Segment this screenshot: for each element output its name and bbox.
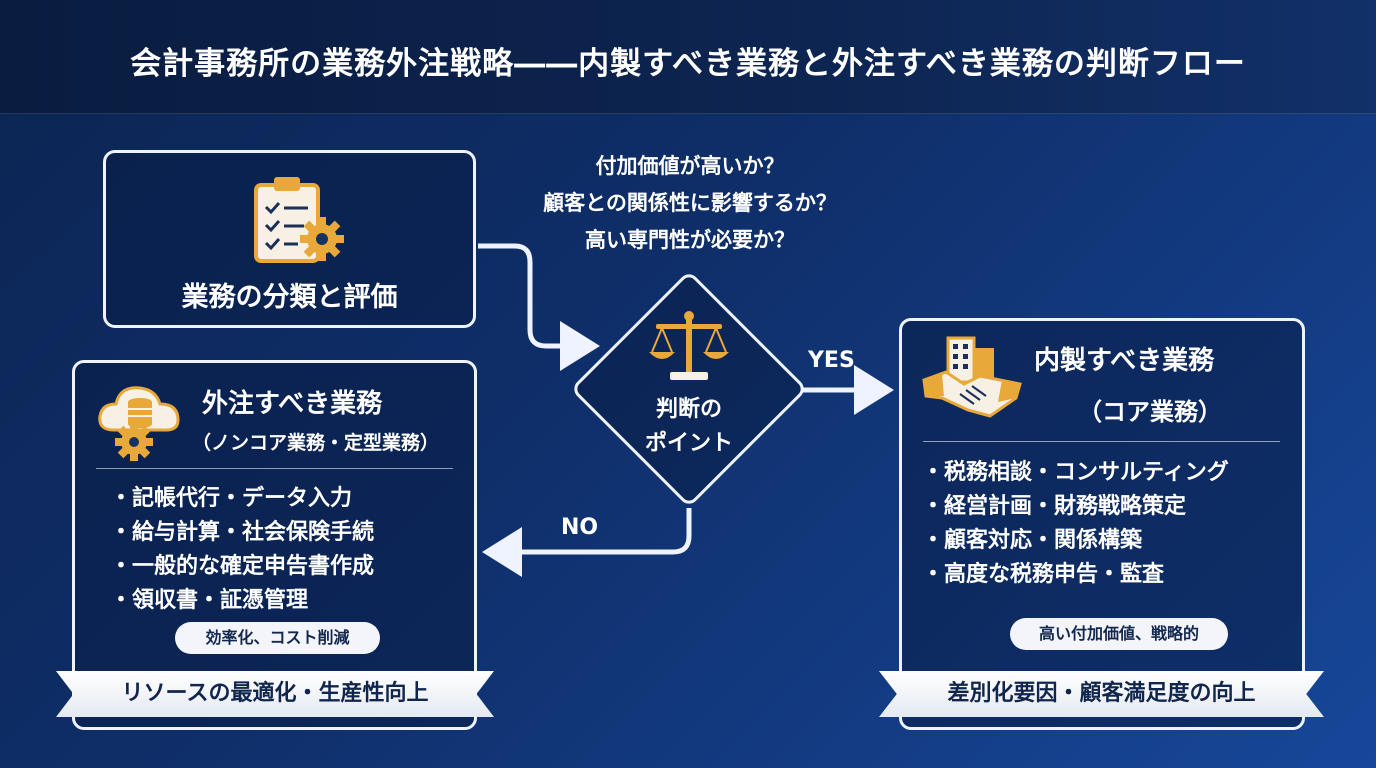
decision-label-line1: 判断の — [655, 397, 722, 422]
cloud-database-gear-icon — [98, 386, 180, 461]
decision-label-line2: ポイント — [644, 431, 733, 456]
yes-label: YES — [808, 348, 855, 373]
outsource-divider — [96, 468, 453, 469]
question-3: 高い専門性が必要か？ — [585, 228, 795, 252]
no-label: NO — [561, 515, 599, 540]
outsource-list: 記帳代行・データ入力 給与計算・社会保険手続 一般的な確定申告書作成 領収書・証… — [110, 482, 374, 618]
outsource-title: 外注すべき業務 — [202, 389, 383, 419]
decision-questions: 付加価値が高いか？ 顧客との関係性に影響するか？ 高い専門性が必要か？ — [480, 148, 900, 259]
inhouse-benefit-pill: 高い付加価値、戦略的 — [1010, 618, 1228, 650]
list-item: 税務相談・コンサルティング — [922, 456, 1229, 490]
question-1: 付加価値が高いか？ — [595, 154, 785, 178]
outsource-outcome-ribbon: リソースの最適化・生産性向上 — [56, 671, 494, 717]
list-item: 給与計算・社会保険手続 — [110, 516, 374, 550]
list-item: 高度な税務申告・監査 — [922, 558, 1229, 592]
list-item: 経営計画・財務戦略策定 — [922, 490, 1229, 524]
question-2: 顧客との関係性に影響するか？ — [543, 191, 837, 215]
evaluation-box: 業務の分類と評価 — [103, 150, 476, 328]
arrow-eval-to-decision — [478, 243, 600, 371]
list-item: 記帳代行・データ入力 — [110, 482, 374, 516]
outsource-subtitle: （ノンコア業務・定型業務） — [192, 432, 440, 454]
inhouse-subtitle: （コア業務） — [1078, 398, 1222, 426]
scales-icon — [649, 311, 729, 380]
page-title: 会計事務所の業務外注戦略――内製すべき業務と外注すべき業務の判断フロー — [130, 46, 1246, 82]
clipboard-gear-icon — [254, 177, 344, 263]
list-item: 顧客対応・関係構築 — [922, 524, 1229, 558]
list-item: 一般的な確定申告書作成 — [110, 550, 374, 584]
inhouse-list: 税務相談・コンサルティング 経営計画・財務戦略策定 顧客対応・関係構築 高度な税… — [922, 456, 1229, 592]
evaluation-title: 業務の分類と評価 — [181, 282, 398, 313]
arrow-no — [482, 508, 692, 577]
decision-label: 判断の ポイント — [602, 393, 776, 461]
header-bar: 会計事務所の業務外注戦略――内製すべき業務と外注すべき業務の判断フロー — [0, 0, 1376, 114]
inhouse-title: 内製すべき業務 — [1034, 346, 1215, 376]
inhouse-divider — [923, 441, 1280, 442]
inhouse-outcome-ribbon: 差別化要因・顧客満足度の向上 — [879, 671, 1324, 717]
outsource-benefit-pill: 効率化、コスト削減 — [175, 622, 380, 654]
building-handshake-icon — [922, 336, 1022, 418]
list-item: 領収書・証憑管理 — [110, 584, 374, 618]
